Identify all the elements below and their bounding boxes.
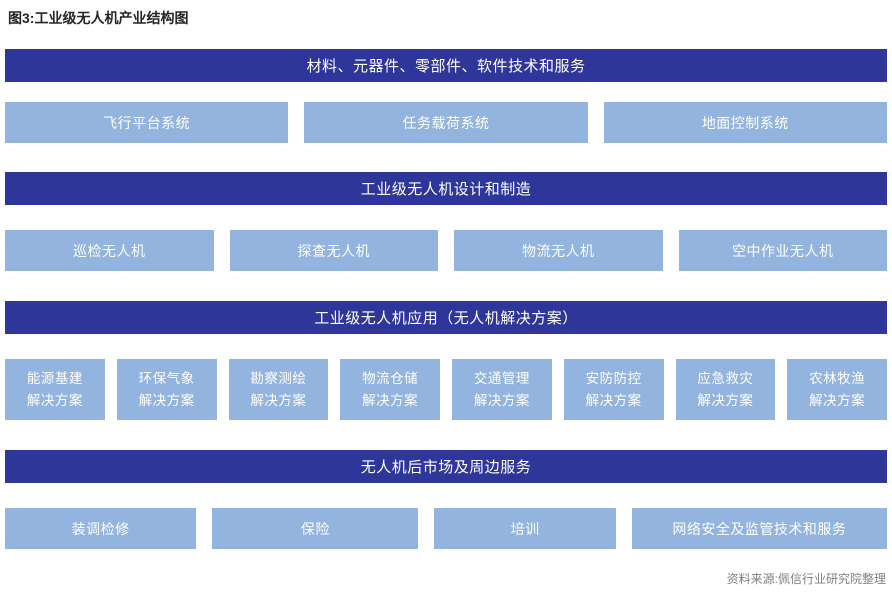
header-bar-applications: 工业级无人机应用（无人机解决方案） — [5, 301, 887, 334]
box-traffic-management-solution: 交通管理 解决方案 — [452, 359, 552, 420]
solution-line-bottom: 解决方案 — [697, 392, 754, 408]
solution-line-top: 安防防控 — [585, 370, 642, 386]
box-survey-mapping-solution: 勘察测绘 解决方案 — [228, 359, 329, 420]
solution-line-bottom: 解决方案 — [26, 392, 83, 408]
figure-title: 图3:工业级无人机产业结构图 — [8, 10, 189, 26]
box-logistics-warehousing-solution: 物流仓储 解决方案 — [340, 359, 440, 420]
box-network-security-regulation: 网络安全及监管技术和服务 — [631, 508, 888, 549]
solution-line-bottom: 解决方案 — [809, 392, 866, 408]
source-note: 资料来源:佩信行业研究院整理 — [726, 572, 886, 586]
box-logistics-drone: 物流无人机 — [454, 230, 663, 271]
solution-line-top: 应急救灾 — [697, 370, 754, 386]
row-upstream-systems: 飞行平台系统 任务载荷系统 地面控制系统 — [5, 102, 887, 143]
box-assembly-maintenance: 装调检修 — [5, 508, 197, 549]
solution-line-bottom: 解决方案 — [138, 392, 195, 408]
box-exploration-drone: 探查无人机 — [229, 230, 438, 271]
box-inspection-drone: 巡检无人机 — [5, 230, 214, 271]
solution-line-top: 农林牧渔 — [809, 370, 866, 386]
header-bar-aftermarket: 无人机后市场及周边服务 — [5, 450, 887, 483]
row-drone-types: 巡检无人机 探查无人机 物流无人机 空中作业无人机 — [5, 230, 887, 271]
box-emergency-rescue-solution: 应急救灾 解决方案 — [675, 359, 776, 420]
solution-line-top: 勘察测绘 — [250, 370, 307, 386]
solution-line-bottom: 解决方案 — [362, 392, 419, 408]
solution-line-bottom: 解决方案 — [585, 392, 642, 408]
row-application-solutions: 能源基建 解决方案 环保气象 解决方案 勘察测绘 解决方案 物流仓储 解决方案 … — [5, 359, 887, 420]
box-mission-payload-system: 任务载荷系统 — [304, 102, 588, 143]
solution-line-top: 物流仓储 — [362, 370, 419, 386]
box-flight-platform-system: 飞行平台系统 — [5, 102, 289, 143]
solution-line-bottom: 解决方案 — [250, 392, 307, 408]
header-bar-manufacturing: 工业级无人机设计和制造 — [5, 172, 887, 205]
row-aftermarket-services: 装调检修 保险 培训 网络安全及监管技术和服务 — [5, 508, 888, 549]
box-aerial-operation-drone: 空中作业无人机 — [678, 230, 887, 271]
solution-line-top: 能源基建 — [26, 370, 83, 386]
box-environment-meteorology-solution: 环保气象 解决方案 — [116, 359, 217, 420]
solution-line-bottom: 解决方案 — [473, 392, 530, 408]
box-energy-infrastructure-solution: 能源基建 解决方案 — [5, 359, 105, 420]
header-bar-upstream: 材料、元器件、零部件、软件技术和服务 — [5, 49, 887, 82]
box-agriculture-forestry-solution: 农林牧渔 解决方案 — [787, 359, 887, 420]
box-ground-control-system: 地面控制系统 — [603, 102, 887, 143]
box-insurance: 保险 — [212, 508, 419, 549]
box-training: 培训 — [434, 508, 616, 549]
box-security-prevention-solution: 安防防控 解决方案 — [563, 359, 664, 420]
solution-line-top: 交通管理 — [473, 370, 530, 386]
solution-line-top: 环保气象 — [138, 370, 195, 386]
